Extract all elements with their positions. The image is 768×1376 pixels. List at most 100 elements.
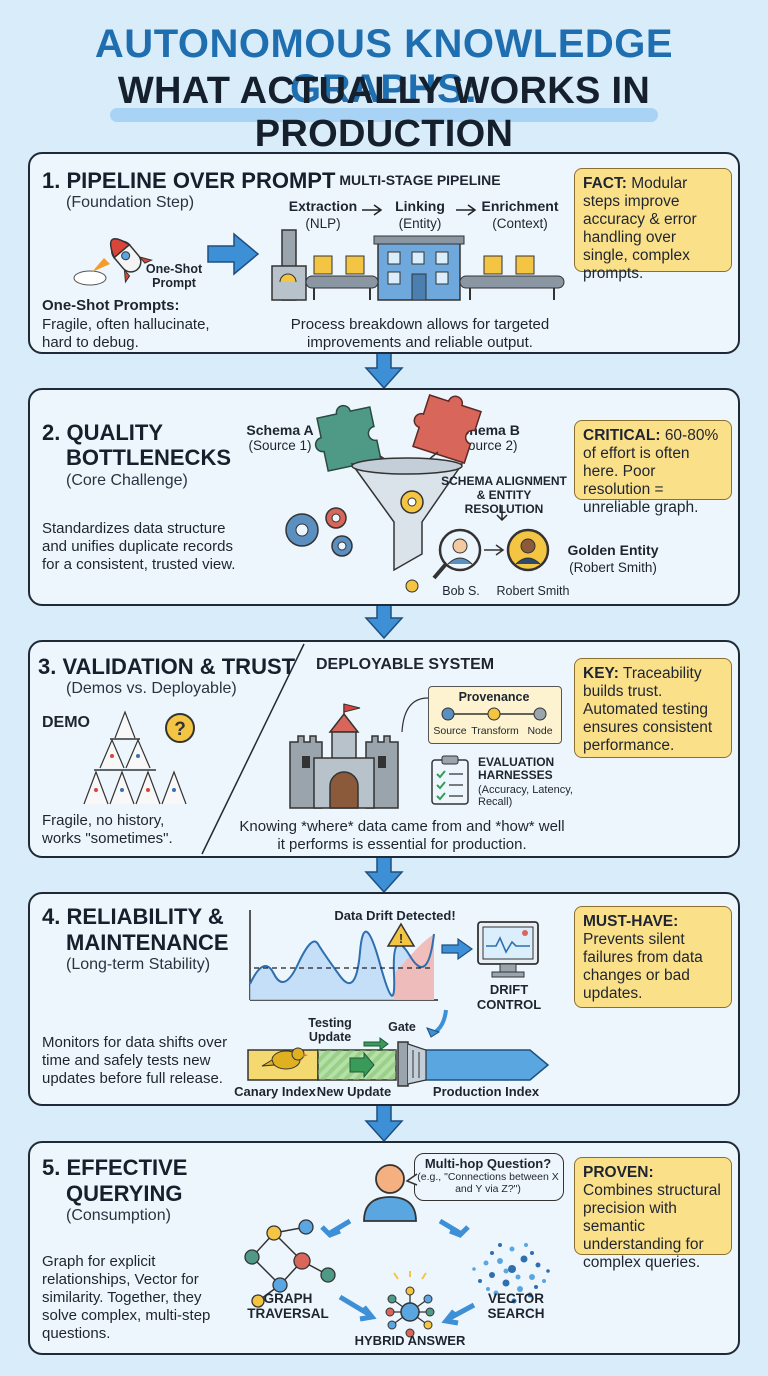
provenance-label: Provenance: [458, 690, 530, 704]
querying-text: Graph for explicit relationships, Vector…: [42, 1253, 211, 1342]
must-have-note: MUST-HAVE: Prevents silent failures from…: [574, 906, 732, 1008]
section-title-line2: MAINTENANCE: [66, 930, 229, 955]
harness-label: EVALUATION HARNESSES: [478, 755, 555, 782]
production-label: Production Index: [432, 1084, 540, 1099]
note-label: MUST-HAVE:: [583, 913, 679, 930]
note-label: CRITICAL:: [583, 427, 661, 444]
proven-note: PROVEN: Combines structural precision wi…: [574, 1157, 732, 1271]
schema-b-source: (Source 2): [454, 438, 518, 453]
rocket-label: One-Shot Prompt: [145, 262, 203, 290]
demo-label: DEMO: [42, 714, 90, 731]
note-text: Traceability builds trust. Automated tes…: [583, 665, 713, 754]
section-subtitle: (Core Challenge): [66, 472, 188, 489]
canary-bird-icon: [261, 1047, 308, 1070]
demo-text: Fragile, no history, works "sometimes".: [42, 812, 173, 847]
reliability-text: Monitors for data shifts over time and s…: [42, 1034, 228, 1087]
pipeline-heading: MULTI-STAGE PIPELINE: [339, 172, 501, 188]
rocket-icon: [73, 238, 154, 286]
new-update-label: New Update: [316, 1084, 392, 1099]
section-subtitle: (Consumption): [66, 1207, 171, 1224]
question-example: (e.g., "Connections between X and Y via …: [417, 1171, 559, 1195]
funnel-diagram: [285, 394, 482, 593]
schema-a-source: (Source 1): [248, 438, 312, 453]
page-title: AUTONOMOUS KNOWLEDGE GRAPHS:: [94, 22, 674, 111]
note-text: Prevents silent failures from data chang…: [583, 931, 703, 1002]
section-subtitle: (Long-term Stability): [66, 956, 211, 973]
drift-control-label: DRIFT CONTROL: [476, 982, 542, 1012]
card-house-icon: [83, 710, 187, 805]
gate-label: Gate: [388, 1020, 416, 1034]
canary-label: Canary Index: [234, 1084, 316, 1099]
note-text: Combines structural precision with seman…: [583, 1182, 721, 1271]
golden-entity-detail: (Robert Smith): [569, 560, 657, 575]
checklist-icon: [431, 755, 469, 805]
stage-extraction: Extraction: [288, 198, 358, 214]
section-title-line2: BOTTLENECKS: [66, 445, 231, 470]
note-label: PROVEN:: [583, 1164, 654, 1181]
arrow-right-icon: [207, 232, 260, 276]
gear-icon: [400, 490, 424, 514]
section-subtitle: (Demos vs. Deployable): [66, 680, 237, 697]
drift-chart-icon: !: [249, 910, 438, 1001]
stage-linking-detail: (Entity): [398, 216, 442, 231]
stage-linking: Linking: [395, 198, 445, 214]
key-note: KEY: Traceability builds trust. Automate…: [574, 658, 732, 758]
section-title: 3. VALIDATION & TRUST: [38, 654, 296, 679]
harness-detail: (Accuracy, Latency, Recall): [478, 784, 573, 808]
svg-text:?: ?: [174, 719, 186, 740]
validation-caption: Knowing *where* data came from and *how*…: [239, 818, 565, 853]
svg-text:!: !: [399, 931, 403, 946]
one-shot-text: Fragile, often hallucinate, hard to debu…: [42, 316, 210, 351]
question-bubble: [414, 1153, 564, 1201]
puzzle-red-icon: [412, 394, 482, 464]
connector-line: [401, 697, 429, 733]
section-quality: 2. QUALITY BOTTLENECKS (Core Challenge) …: [28, 388, 740, 606]
curved-arrow-icon: [426, 1009, 448, 1038]
note-text: Modular steps improve accuracy & error h…: [583, 175, 697, 282]
user-icon: [363, 1164, 417, 1222]
person-robert: Robert Smith: [496, 584, 570, 598]
hybrid-answer-label: HYBRID ANSWER: [354, 1333, 466, 1348]
release-pipeline-icon: [247, 1037, 550, 1087]
arrow-right-icon: [441, 937, 474, 961]
prov-node: Node: [527, 725, 553, 737]
stage-extraction-detail: (NLP): [305, 216, 341, 231]
section-title-line1: 4. RELIABILITY &: [42, 904, 224, 929]
deployable-heading: DEPLOYABLE SYSTEM: [316, 656, 495, 673]
section-title-line2: QUERYING: [66, 1181, 183, 1206]
warning-icon: [386, 922, 416, 947]
person-bob: Bob S.: [442, 584, 480, 598]
question-label: Multi-hop Question?: [424, 1156, 552, 1171]
flow-arrow-4-icon: [364, 1102, 404, 1143]
section-title-line1: 2. QUALITY: [42, 420, 164, 445]
prov-transform: Transform: [471, 725, 519, 737]
testing-label: Testing Update: [308, 1016, 352, 1044]
section-title: 1. PIPELINE OVER PROMPT: [42, 168, 336, 193]
castle-icon: [289, 703, 399, 809]
section-validation: 3. VALIDATION & TRUST (Demos vs. Deploya…: [28, 640, 740, 858]
flow-arrow-2-icon: [364, 599, 404, 640]
flow-arrow-1-icon: [364, 349, 404, 390]
vector-search-label: VECTOR SEARCH: [487, 1291, 545, 1321]
stage-enrichment: Enrichment: [481, 198, 559, 214]
gears-cluster-icon: [285, 507, 353, 557]
schema-a-label: Schema A: [246, 422, 314, 438]
fact-note: FACT: Modular steps improve accuracy & e…: [574, 168, 732, 282]
section-reliability: 4. RELIABILITY & MAINTENANCE (Long-term …: [28, 892, 740, 1106]
bubble-tail: [405, 1173, 418, 1186]
factory-icon: [271, 229, 565, 301]
one-shot-heading: One-Shot Prompts:: [42, 297, 180, 314]
golden-entity-label: Golden Entity: [567, 542, 659, 558]
vector-cloud-icon: [472, 1243, 550, 1304]
graph-network-icon: [244, 1219, 336, 1308]
flow-arrow-3-icon: [364, 853, 404, 894]
alignment-label: SCHEMA ALIGNMENT & ENTITY RESOLUTION: [441, 474, 567, 516]
puzzle-green-icon: [314, 404, 382, 472]
pipeline-caption: Process breakdown allows for targeted im…: [290, 316, 550, 351]
provenance-chain-icon: [441, 707, 547, 721]
note-label: FACT:: [583, 175, 627, 192]
question-icon: ?: [165, 713, 195, 743]
drift-label: Data Drift Detected!: [334, 908, 456, 923]
critical-note: CRITICAL: 60-80% of effort is often here…: [574, 420, 732, 516]
section-title-line1: 5. EFFECTIVE: [42, 1155, 188, 1180]
